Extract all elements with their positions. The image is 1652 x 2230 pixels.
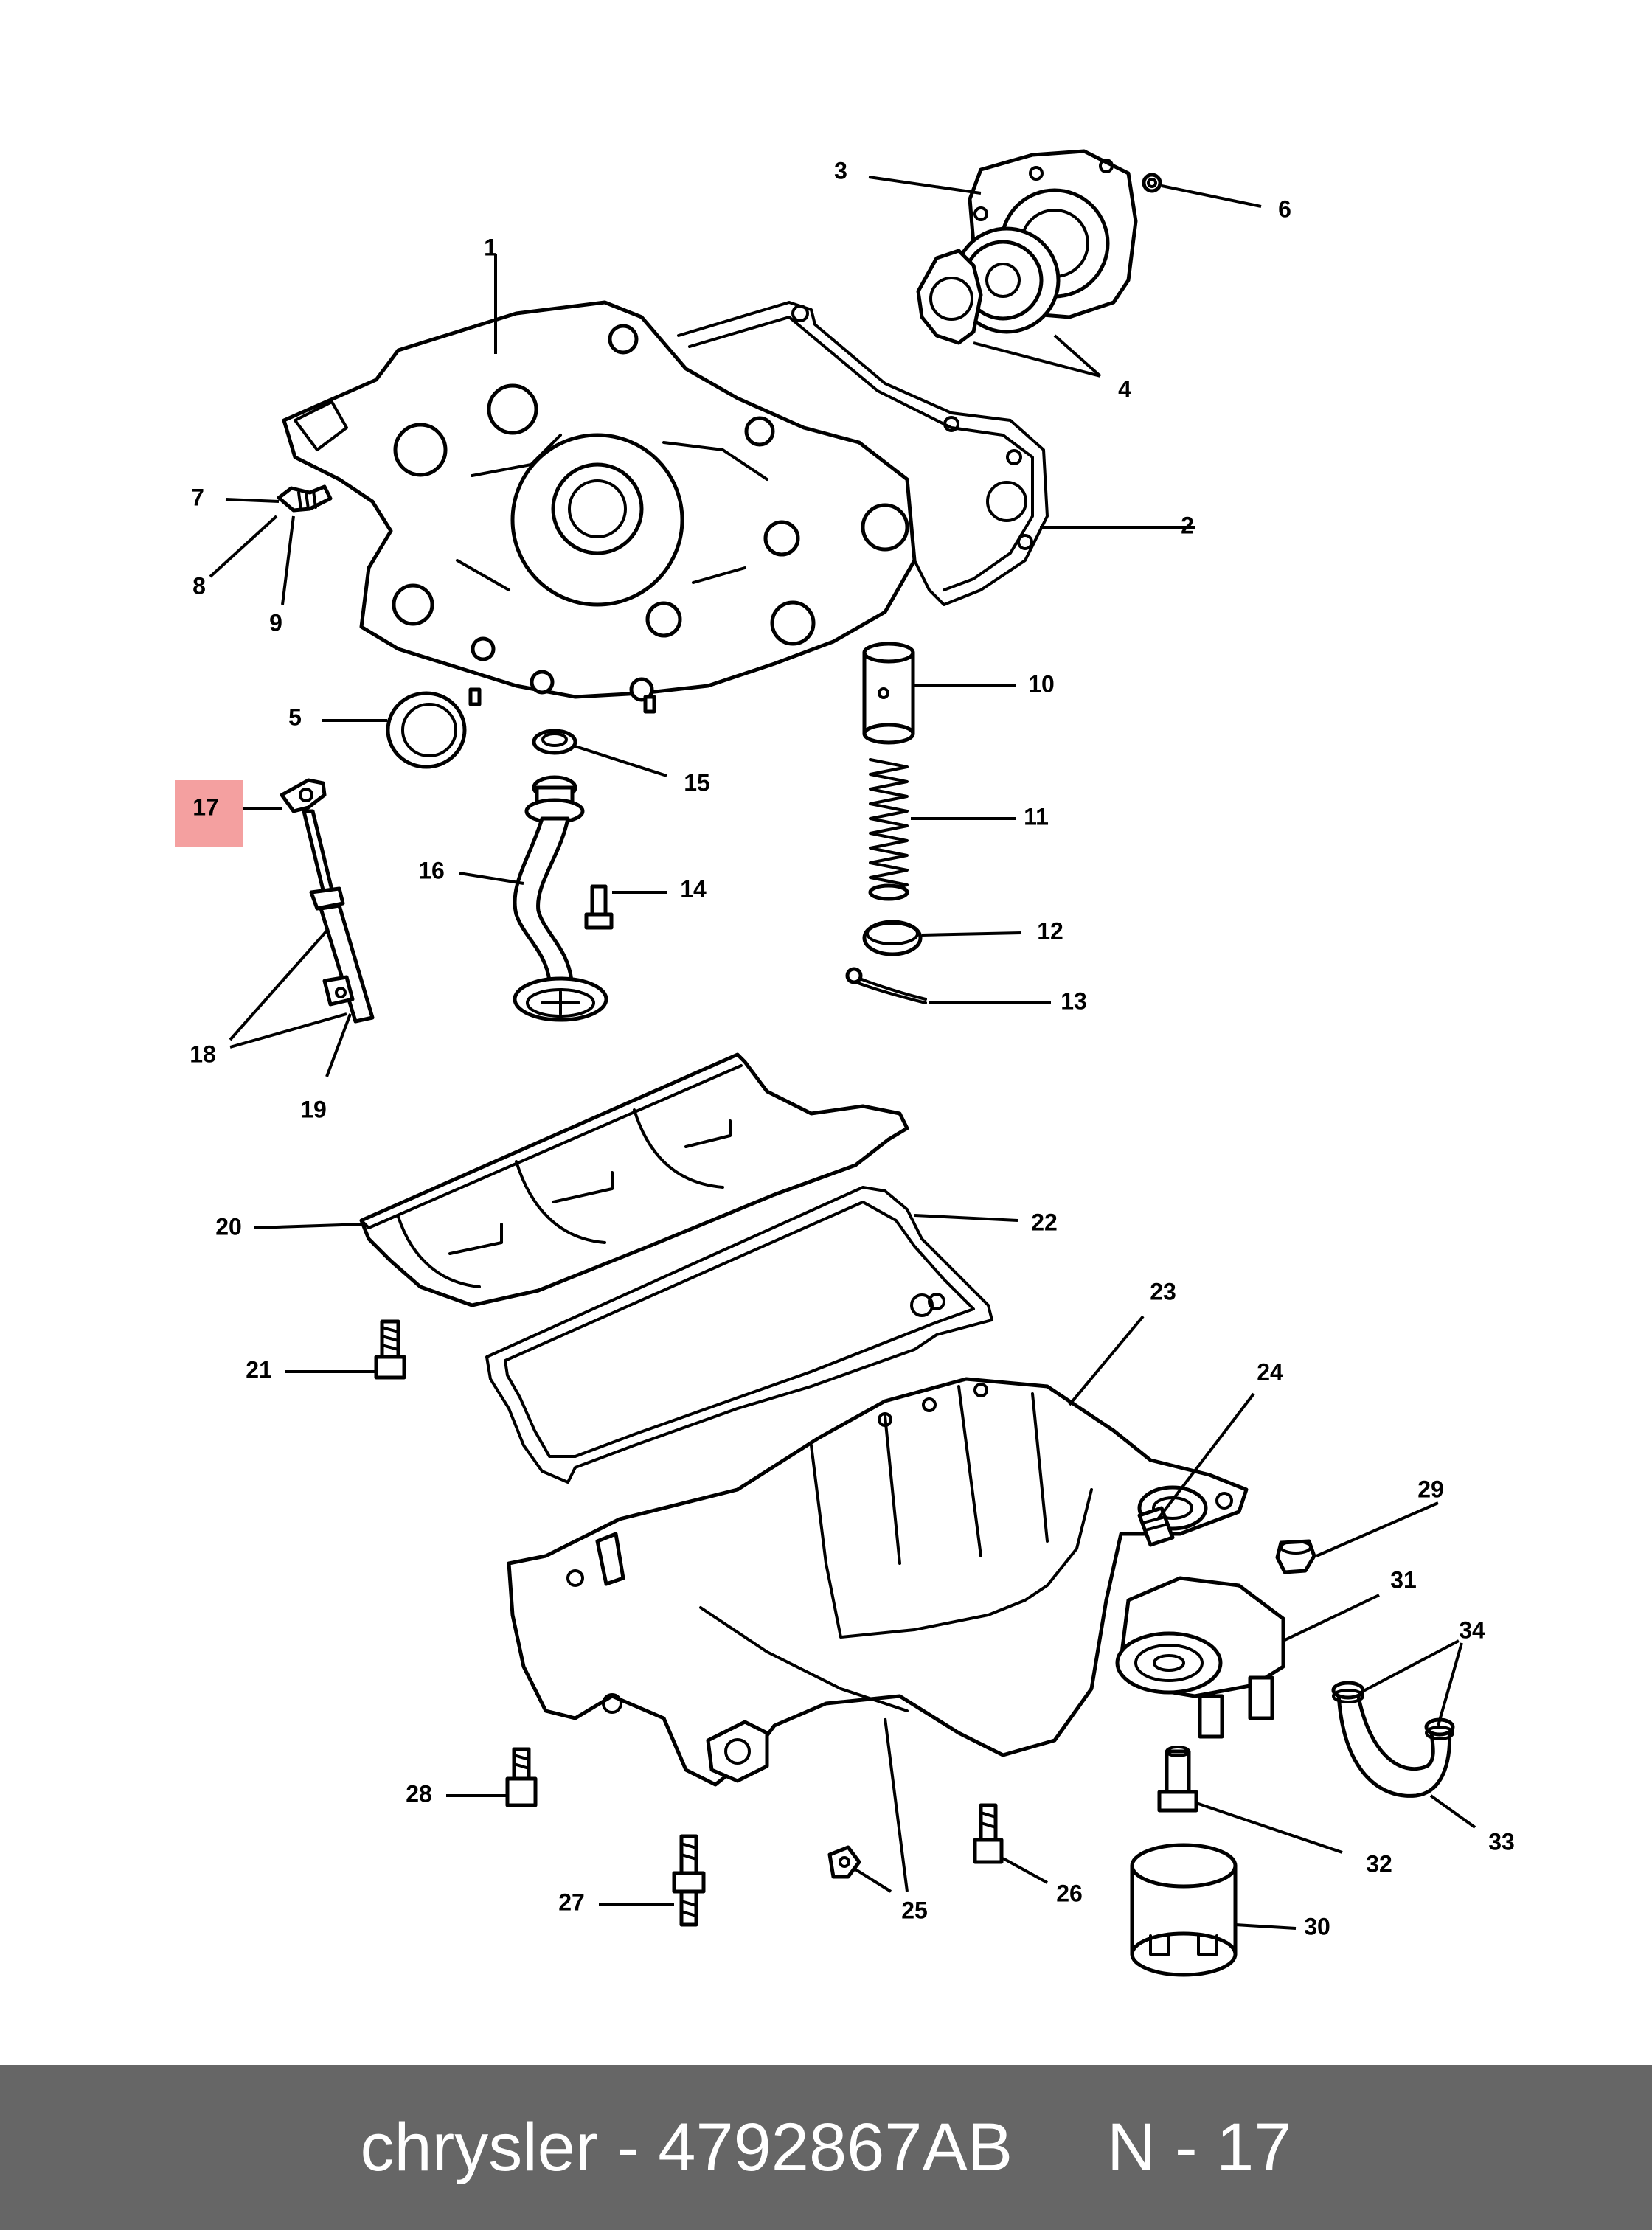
pickup-bolt [584, 884, 614, 930]
dipstick-tube [309, 886, 375, 1024]
reference-label: N - 17 [1106, 2109, 1292, 2185]
callout-14: 14 [680, 875, 707, 902]
filter-nipple [1157, 1746, 1198, 1813]
callout-4: 4 [1118, 375, 1131, 402]
cover-bolt [277, 484, 333, 513]
callout-22: 22 [1031, 1209, 1058, 1235]
callout-25: 25 [901, 1897, 928, 1923]
bolt-28 [505, 1747, 538, 1807]
callout-32: 32 [1366, 1850, 1392, 1877]
callout-29: 29 [1417, 1476, 1444, 1502]
drain-plug [1137, 1506, 1175, 1547]
front-cover [282, 300, 917, 714]
callout-34: 34 [1459, 1616, 1485, 1643]
windage-tray [359, 1052, 909, 1307]
callout-12: 12 [1037, 917, 1063, 944]
callout-15: 15 [684, 769, 710, 796]
hose-clamps [1332, 1689, 1454, 1740]
callout-1: 1 [484, 234, 497, 260]
relief-valve [862, 642, 915, 745]
parts-diagram: 1 2 3 4 5 6 7 8 9 10 11 12 13 14 15 16 1… [175, 149, 1515, 1977]
callout-20: 20 [215, 1213, 242, 1240]
oil-pickup [513, 775, 608, 1022]
pickup-oring [532, 729, 577, 755]
relief-spring [868, 758, 909, 901]
leader-lines [209, 176, 1476, 1930]
callout-17: 17 [192, 793, 219, 820]
crank-seal [386, 691, 467, 769]
callout-6: 6 [1278, 195, 1291, 222]
relief-cap [862, 920, 923, 956]
callout-16: 16 [418, 857, 445, 883]
callout-31: 31 [1390, 1566, 1417, 1593]
callout-7: 7 [191, 484, 204, 510]
callout-33: 33 [1488, 1828, 1515, 1855]
callout-26: 26 [1056, 1880, 1083, 1906]
callout-11: 11 [1024, 803, 1049, 830]
plug-29 [1275, 1539, 1316, 1574]
callout-13: 13 [1061, 987, 1087, 1014]
oil-filter-adapter [1115, 1576, 1285, 1739]
dipstick [280, 778, 336, 898]
footer-gap [1013, 2109, 1107, 2186]
footer-separator: - [597, 2109, 659, 2185]
callout-9: 9 [269, 609, 282, 636]
pan-gasket [485, 1186, 993, 1484]
bolt-26 [973, 1803, 1004, 1864]
part-number: 4792867AB [658, 2109, 1013, 2185]
callout-8: 8 [192, 572, 206, 599]
callout-23: 23 [1150, 1278, 1176, 1305]
callout-3: 3 [834, 157, 847, 184]
brand-name: chrysler [360, 2109, 598, 2185]
oil-pump [916, 149, 1138, 345]
pump-screw [1142, 173, 1162, 193]
callout-19: 19 [300, 1096, 327, 1122]
oil-filter [1130, 1843, 1238, 1977]
callout-30: 30 [1304, 1913, 1330, 1939]
bolt-25 [827, 1845, 861, 1879]
callout-28: 28 [406, 1780, 432, 1807]
callout-24: 24 [1257, 1358, 1283, 1385]
cover-gasket [677, 301, 1049, 606]
callout-labels: 1 2 3 4 5 6 7 8 9 10 11 12 13 14 15 16 1… [190, 157, 1515, 1939]
callout-2: 2 [1181, 512, 1194, 538]
callout-21: 21 [246, 1356, 272, 1383]
part-footer: chrysler - 4792867AB N - 17 [0, 2065, 1652, 2230]
callout-27: 27 [558, 1889, 585, 1915]
bolt-21 [374, 1319, 406, 1380]
highlight-box [175, 780, 243, 847]
stud-27 [672, 1834, 706, 1927]
callout-5: 5 [288, 704, 302, 730]
oil-pan [507, 1377, 1249, 1787]
callout-18: 18 [190, 1041, 216, 1067]
callout-10: 10 [1028, 670, 1055, 697]
cotter-pin [845, 967, 927, 1004]
